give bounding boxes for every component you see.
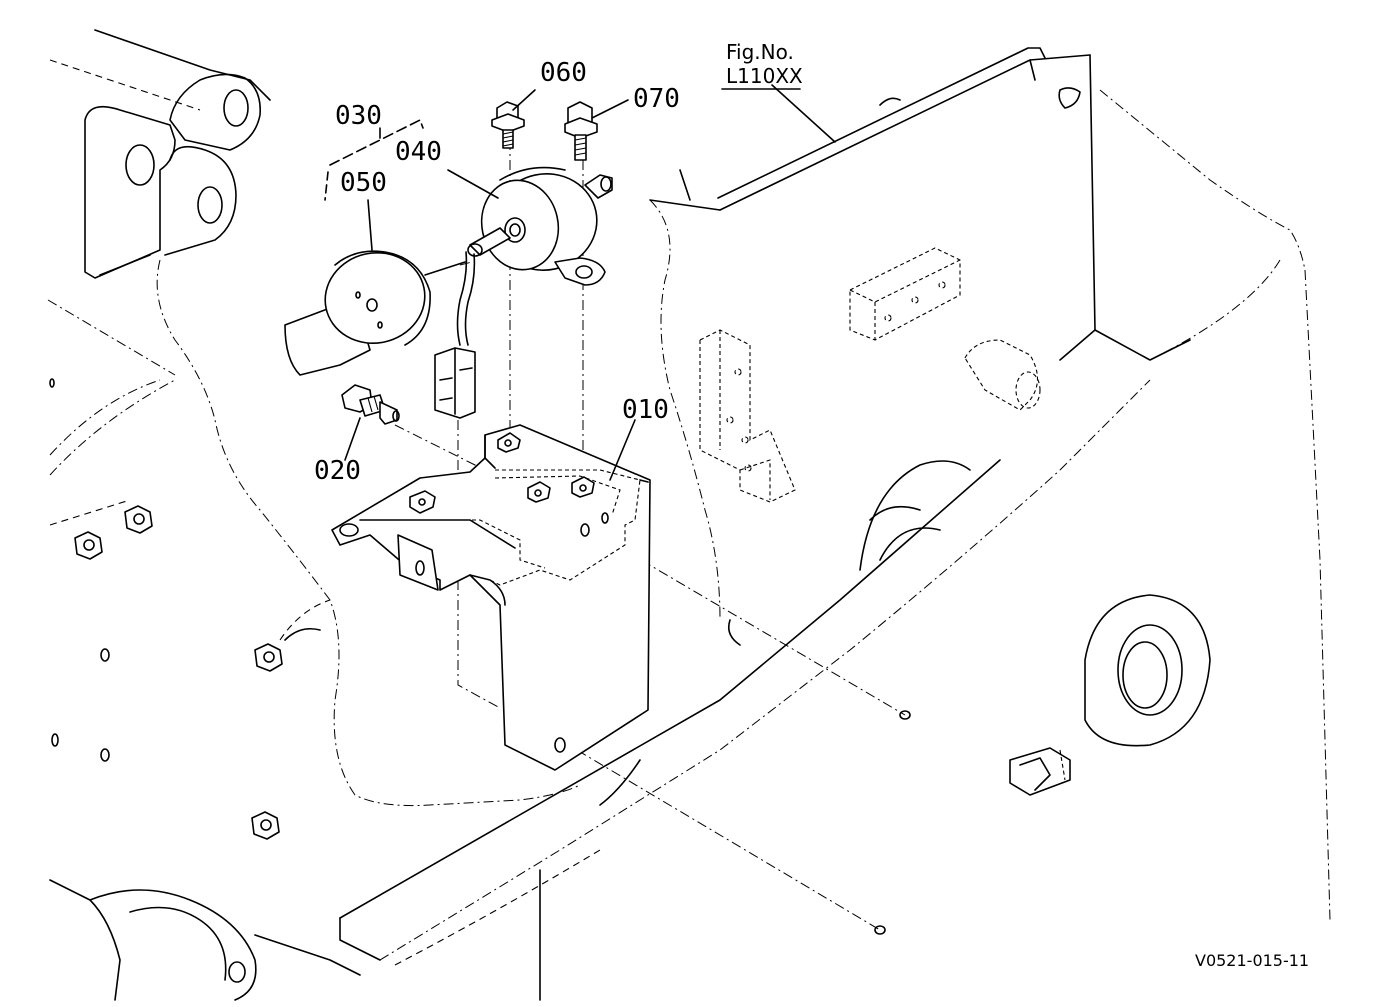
bolt-060 xyxy=(491,101,525,149)
callout-labels: 060 070 030 040 050 010 020 xyxy=(314,58,680,486)
hex-nut xyxy=(74,531,103,560)
fitting-020 xyxy=(341,384,400,425)
callout-leaders xyxy=(324,84,836,481)
figure-number: Fig.No. L110XX xyxy=(721,40,803,90)
fig-no-value: L110XX xyxy=(726,64,803,88)
callout-010: 010 xyxy=(622,395,669,425)
hex-nut xyxy=(124,505,153,534)
callout-070: 070 xyxy=(633,84,680,114)
machine-frame xyxy=(47,29,1331,1001)
bracket-010 xyxy=(331,424,651,771)
sensor-040 xyxy=(434,166,613,419)
callout-030: 030 xyxy=(335,101,382,131)
drawing-code: V0521-015-11 xyxy=(1195,951,1309,970)
hex-nut xyxy=(251,811,280,840)
callout-020: 020 xyxy=(314,456,361,486)
hex-nut xyxy=(254,643,283,672)
fig-no-label: Fig.No. xyxy=(726,40,794,64)
callout-060: 060 xyxy=(540,58,587,88)
switch-050 xyxy=(284,250,466,376)
callout-040: 040 xyxy=(395,137,442,167)
callout-050: 050 xyxy=(340,168,387,198)
bolt-070 xyxy=(564,101,598,161)
